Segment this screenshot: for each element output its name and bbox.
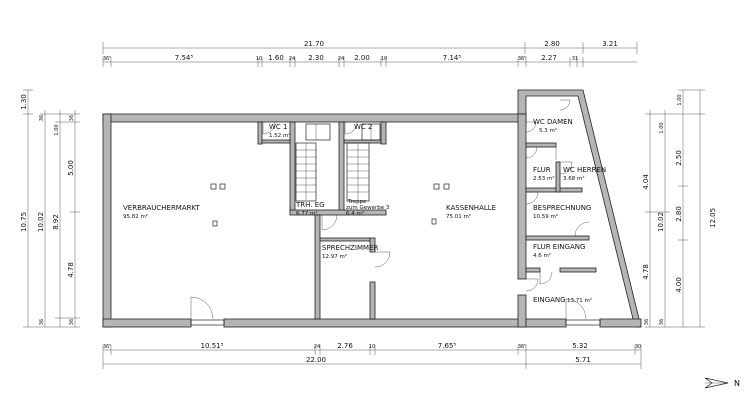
room-treppe-subtitle: zum Gewerbe 3 [346,205,390,211]
dim-left-outer-1: 1.30 [20,94,28,110]
dim-left-small-1: 36 [39,115,45,121]
dim-right-inner-1: 2.50 [675,150,683,166]
right-dimension-lines [645,89,705,328]
room-flur-area: 2.53 m² [533,175,555,182]
dim-right-outer: 12.05 [709,208,717,228]
room-wc-herren-area: 3.68 m² [563,175,585,182]
staircase-left [295,123,331,202]
room-treppe-area: 6.4 m² [346,210,364,217]
north-arrow-icon [704,377,729,389]
dim-right-seg-1: 4.04 [642,174,650,190]
room-sprechzimmer-name: SPRECHZIMMER [322,244,378,252]
dim-bottom-seg-1: 36⁵ [103,344,111,350]
interior-walls [257,121,597,320]
dim-top-seg-1: 36⁵ [103,56,111,62]
dim-left-small-3: 1.00 [54,124,60,135]
room-flur-eingang-area: 4.6 m² [533,252,551,259]
north-arrow-label: N [734,379,740,388]
dim-left-seg-2: 4.78 [67,262,75,278]
dim-bottom-seg-9: 30 [635,344,641,350]
dim-right-seg-2: 4.78 [642,264,650,280]
dim-bottom-total-2: 5.71 [575,356,591,364]
dim-left-small-5: 36 [69,319,75,325]
dim-right-inner-3: 4.00 [675,277,683,293]
dim-top-seg-12: 2.27 [541,54,557,62]
dim-top-total-3: 3.21 [602,40,618,48]
dim-top-seg-9: 10 [381,56,387,62]
room-wc-herren-name: WC HERREN [563,166,606,174]
dim-top-total-2: 2.80 [544,40,560,48]
dim-top-seg-10: 7.14⁵ [443,54,462,62]
dim-bottom-seg-3: 24 [314,344,320,350]
room-trh-eg-area: 6.77 m² [296,210,318,217]
dim-right-mid: 10.02 [657,212,665,232]
dim-top-seg-8: 2.00 [354,54,370,62]
dim-left-outer-2: 10.75 [20,212,28,232]
room-wc-damen-area: 5.3 m² [539,127,557,134]
dim-top-seg-11: 36⁵ [518,56,526,62]
dim-bottom-seg-5: 10 [369,344,375,350]
room-wc-damen-name: WC DAMEN [533,118,573,126]
dim-left-inner: 8.92 [52,214,60,230]
room-sprechzimmer-area: 12.97 m² [322,253,347,260]
room-wc1-area: 1.52 m² [269,132,291,139]
dim-top-total-1: 21.70 [304,40,324,48]
room-treppe-name: Treppe [347,199,367,205]
top-dimension-lines [102,42,638,67]
room-verbrauchermarkt-area: 95.82 m² [123,213,148,220]
door-arcs [190,99,601,326]
room-flur-name: FLUR [533,166,551,174]
bottom-dimension-lines [102,345,642,369]
room-verbrauchermarkt-name: VERBRAUCHERMARKT [123,204,201,212]
dim-right-small-3: 36 [644,319,650,325]
dim-top-seg-2: 7.54⁵ [175,54,194,62]
left-dimension-lines [23,89,80,328]
room-kassenhalle-name: KASSENHALLE [446,204,496,212]
dim-left-mid: 10.02 [37,212,45,232]
dim-left-seg-1: 5.00 [67,160,75,176]
fixtures [210,183,450,227]
dim-bottom-seg-4: 2.76 [337,342,353,350]
dim-top-seg-4: 1.60 [268,54,284,62]
dim-right-small-1: 1.00 [659,122,665,133]
room-eingang-name: EINGANG [533,296,566,304]
room-besprechnung-area: 10.59 m² [533,213,558,220]
dim-top-seg-5: 24 [289,56,295,62]
staircase-right [346,123,381,202]
dim-bottom-total-1: 22.00 [306,356,326,364]
dim-right-inner-2: 2.80 [675,206,683,222]
dim-bottom-seg-8: 5.32 [572,342,588,350]
room-flur-eingang-name: FLUR EINGANG [533,243,585,251]
dim-bottom-seg-2: 10.51⁵ [201,342,224,350]
room-wc1-name: WC 1 [269,123,288,131]
room-wc2-name: WC 2 [354,123,373,131]
dim-top-seg-13: 31 [572,56,578,62]
dim-right-small-2: 1.00 [677,94,683,105]
room-besprechnung-name: BESPRECHNUNG [533,204,591,212]
dim-bottom-seg-7: 36⁵ [518,344,526,350]
dim-top-seg-3: 10 [256,56,262,62]
room-eingang-area: 13.71 m² [567,297,592,304]
dim-right-small-4: 36 [659,319,665,325]
dim-left-small-2: 36 [69,115,75,121]
dim-top-seg-6: 2.30 [308,54,324,62]
dim-top-seg-7: 24 [338,56,344,62]
room-trh-eg-name: TRH. EG [295,201,325,209]
dim-bottom-seg-6: 7.65⁵ [438,342,457,350]
room-kassenhalle-area: 75.01 m² [446,213,471,220]
dim-left-small-4: 36 [39,319,45,325]
